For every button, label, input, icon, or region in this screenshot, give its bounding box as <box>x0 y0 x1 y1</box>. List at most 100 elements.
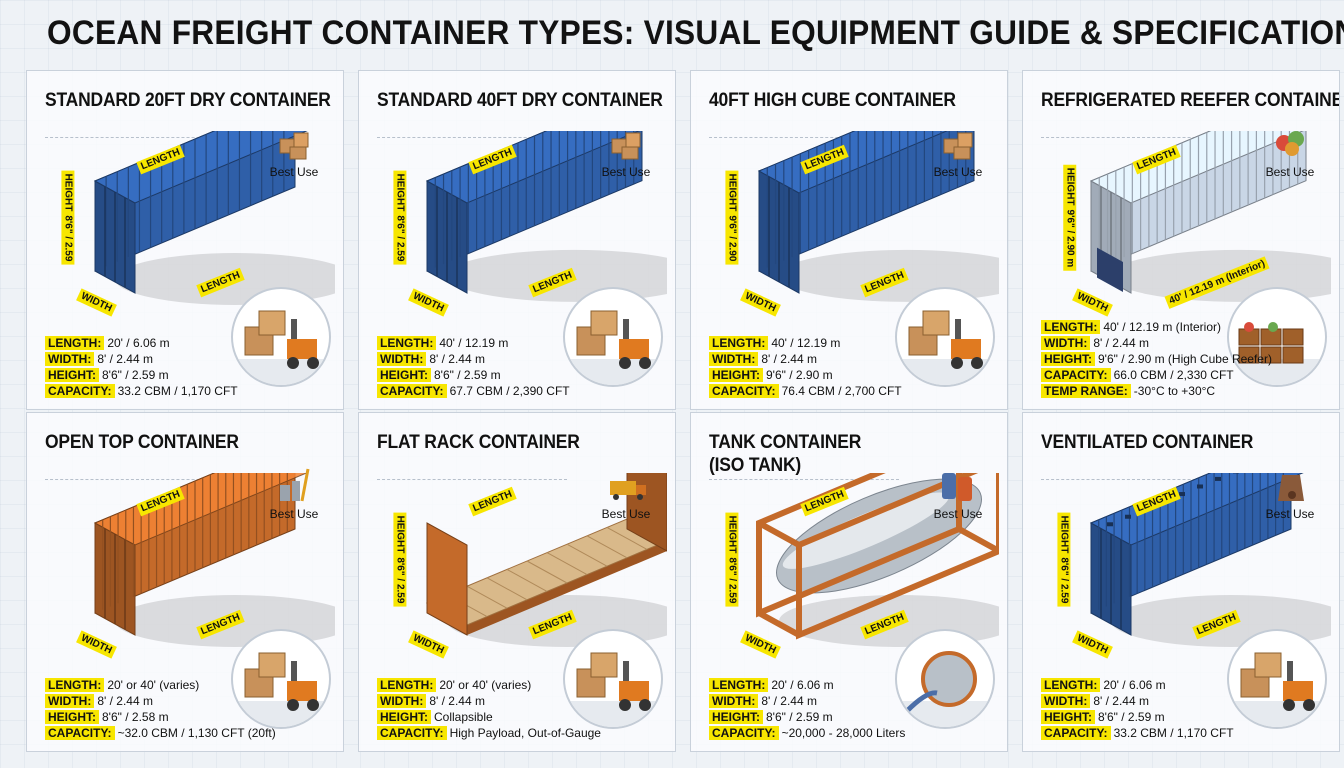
spec-key: HEIGHT: <box>377 368 431 382</box>
spec-row: LENGTH:40' / 12.19 m <box>709 335 902 351</box>
best-use-label: Best Use <box>933 165 983 179</box>
container-name: OPEN TOP CONTAINER <box>45 432 239 453</box>
spec-row: HEIGHT:8'6" / 2.58 m <box>45 709 276 725</box>
spec-key: HEIGHT: <box>45 368 99 382</box>
best-use-label: Best Use <box>1265 507 1315 521</box>
dim-label-height-value: 8'6" / 2.59 <box>394 215 406 262</box>
best-use-icon <box>943 132 973 160</box>
spec-key: WIDTH: <box>377 694 427 708</box>
spec-key: CAPACITY: <box>709 384 779 398</box>
container-name: REFRIGERATED REEFER CONTAINER <box>1041 90 1340 111</box>
spec-key: WIDTH: <box>45 352 95 366</box>
spec-key: WIDTH: <box>709 694 759 708</box>
best-use-icon <box>610 481 646 500</box>
best-use-icon <box>1278 475 1304 501</box>
best-use-label: Best Use <box>601 507 651 521</box>
cargo-inset-illustration <box>231 287 331 387</box>
spec-value: 8' / 2.44 m <box>1093 694 1149 708</box>
spec-value: ~20,000 - 28,000 Liters <box>781 726 906 740</box>
spec-row: LENGTH:20' / 6.06 m <box>1041 677 1234 693</box>
dim-label-height: HEIGHT8'6" / 2.59 <box>61 170 75 265</box>
spec-row: CAPACITY:33.2 CBM / 1,170 CFT <box>1041 725 1234 741</box>
spec-value: 8' / 2.44 m <box>429 694 485 708</box>
spec-value: 8' / 2.44 m <box>97 694 153 708</box>
spec-row: CAPACITY:66.0 CBM / 2,330 CFT <box>1041 367 1272 383</box>
dim-label-height: HEIGHT8'6" / 2.59 <box>393 170 407 265</box>
best-use-badge: Best Use <box>1255 463 1325 521</box>
spec-value: 20' / 6.06 m <box>1103 678 1166 692</box>
best-use-label: Best Use <box>601 165 651 179</box>
spec-row: WIDTH:8' / 2.44 m <box>45 693 276 709</box>
spec-key: CAPACITY: <box>1041 726 1111 740</box>
spec-key: LENGTH: <box>45 336 105 350</box>
best-use-label: Best Use <box>933 507 983 521</box>
spec-value: Collapsible <box>434 710 493 724</box>
dim-label-height-value: 9'6" / 2.90 m <box>1064 209 1076 268</box>
spec-key: CAPACITY: <box>45 384 115 398</box>
spec-value: 9'6" / 2.90 m (High Cube Reefer) <box>1098 352 1272 366</box>
cargo-inset-illustration <box>563 287 663 387</box>
spec-value: 76.4 CBM / 2,700 CFT <box>781 384 902 398</box>
title-underline <box>377 137 567 138</box>
spec-row: HEIGHT:9'6" / 2.90 m (High Cube Reefer) <box>1041 351 1272 367</box>
spec-key: WIDTH: <box>1041 336 1091 350</box>
spec-value: 8' / 2.44 m <box>97 352 153 366</box>
title-underline <box>45 137 235 138</box>
spec-value: 8'6" / 2.59 m <box>102 368 169 382</box>
best-use-badge: Best Use <box>1255 121 1325 179</box>
container-name: 40FT HIGH CUBE CONTAINER <box>709 90 956 111</box>
best-use-icon <box>1276 131 1304 156</box>
spec-value: 40' / 12.19 m <box>771 336 841 350</box>
cargo-inset-illustration <box>1227 287 1327 387</box>
spec-row: CAPACITY:High Payload, Out-of-Gauge <box>377 725 601 741</box>
best-use-label: Best Use <box>1265 165 1315 179</box>
cargo-inset-illustration <box>1227 629 1327 729</box>
dim-label-height: HEIGHT8'6" / 2.59 <box>393 512 407 607</box>
best-use-badge: Best Use <box>923 121 993 179</box>
spec-key: LENGTH: <box>1041 678 1101 692</box>
spec-value: 20' / 6.06 m <box>771 678 834 692</box>
best-use-badge: Best Use <box>259 121 329 179</box>
spec-row: WIDTH:8' / 2.44 m <box>377 693 601 709</box>
dim-label-height-text: HEIGHT <box>394 515 406 554</box>
spec-list: LENGTH:20' or 40' (varies)WIDTH:8' / 2.4… <box>377 677 601 741</box>
dim-label-height: HEIGHT8'6" / 2.59 <box>1057 512 1071 607</box>
spec-row: LENGTH:40' / 12.19 m <box>377 335 570 351</box>
spec-row: LENGTH:20' / 6.06 m <box>45 335 238 351</box>
spec-value: 8'6" / 2.59 m <box>1098 710 1165 724</box>
dim-label-height-text: HEIGHT <box>726 515 738 554</box>
best-use-badge: Best Use <box>259 463 329 521</box>
spec-key: CAPACITY: <box>1041 368 1111 382</box>
spec-key: LENGTH: <box>1041 320 1101 334</box>
dim-label-height-text: HEIGHT <box>1058 515 1070 554</box>
spec-row: WIDTH:8' / 2.44 m <box>45 351 238 367</box>
spec-value: 8'6" / 2.58 m <box>102 710 169 724</box>
spec-value: 40' / 12.19 m (Interior) <box>1103 320 1222 334</box>
container-name: VENTILATED CONTAINER <box>1041 432 1254 453</box>
spec-value: 8' / 2.44 m <box>761 352 817 366</box>
dim-label-height: HEIGHT8'6" / 2.59 <box>725 512 739 607</box>
best-use-label: Best Use <box>269 507 319 521</box>
spec-row: TEMP RANGE:-30°C to +30°C <box>1041 383 1272 399</box>
spec-key: CAPACITY: <box>377 726 447 740</box>
container-name: STANDARD 20FT DRY CONTAINER <box>45 90 331 111</box>
spec-row: CAPACITY:76.4 CBM / 2,700 CFT <box>709 383 902 399</box>
title-underline <box>709 137 899 138</box>
spec-value: 8'6" / 2.59 m <box>766 710 833 724</box>
spec-key: WIDTH: <box>709 352 759 366</box>
spec-row: WIDTH:8' / 2.44 m <box>1041 335 1272 351</box>
spec-value: ~32.0 CBM / 1,130 CFT (20ft) <box>117 726 276 740</box>
title-underline <box>1041 479 1231 480</box>
dim-label-height-text: HEIGHT <box>62 173 74 212</box>
container-illustration <box>35 96 343 331</box>
